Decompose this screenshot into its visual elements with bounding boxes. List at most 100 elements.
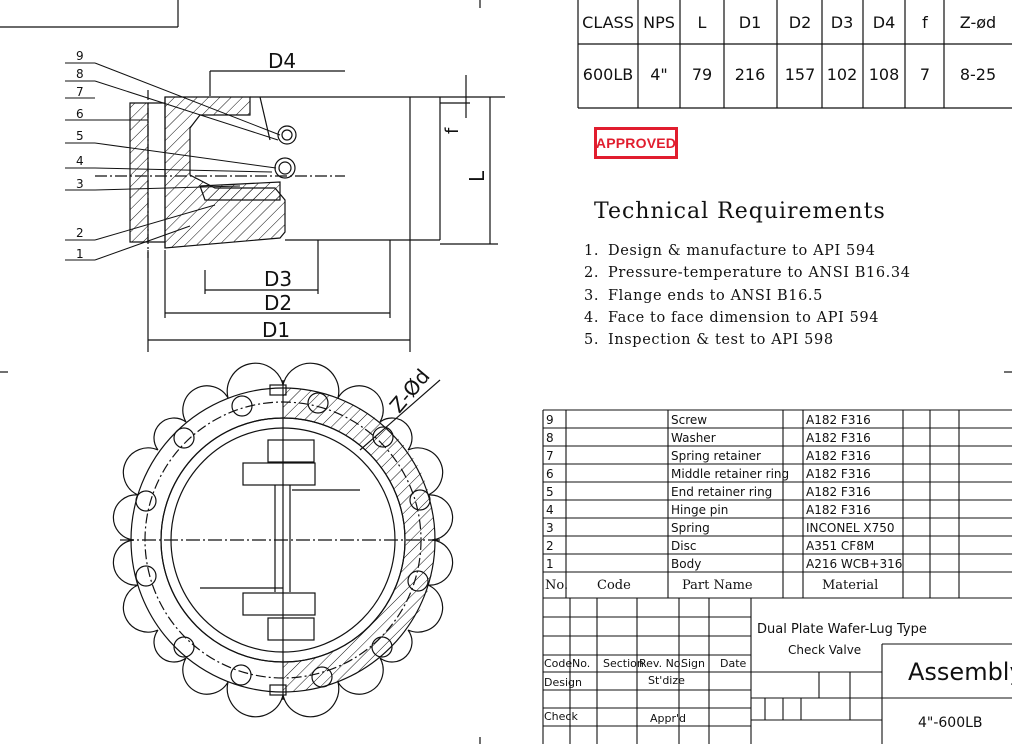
spec-header-l: L [698,13,707,32]
requirement-item: 3.Flange ends to ANSI B16.5 [584,287,823,304]
doc-type: Assembly [908,658,1012,686]
front-view [112,362,454,718]
spec-table-headers: CLASS NPS L D1 D2 D3 D4 f Z-ød [582,13,996,32]
bom-mat-6: A182 F316 [806,467,871,481]
product-line-1: Dual Plate Wafer-Lug Type [757,622,927,637]
dim-f: f [442,127,463,134]
rev-header-sign: Sign [681,657,705,670]
bom-header: No. Code Part Name Material [545,578,878,593]
bom-no-7: 7 [546,449,554,463]
rev-header-no: No. [572,657,590,670]
bom-part-3: Spring [671,521,710,535]
bom-mat-1: A216 WCB+316 [806,557,902,571]
bom-part-9: Screw [671,413,707,427]
label-check: Check [544,710,578,723]
requirements-list: 1.Design & manufacture to API 594 2.Pres… [584,240,911,351]
spec-value-d1: 216 [735,65,766,84]
section-view [95,70,505,352]
product-line-2: Check Valve [788,643,861,657]
spec-value-l: 79 [692,65,712,84]
bom-rows: 9 Screw A182 F316 8 Washer A182 F316 7 S… [546,413,902,571]
bom-header-material: Material [822,578,878,593]
requirement-item: 2.Pressure-temperature to ANSI B16.34 [584,265,911,282]
dim-d2: D2 [264,291,292,315]
approved-stamp: APPROVED [594,127,678,159]
balloon-5: 5 [76,129,84,143]
bom-mat-9: A182 F316 [806,413,871,427]
spec-header-d4: D4 [873,13,896,32]
bom-part-8: Washer [671,431,716,445]
spec-value-d3: 102 [827,65,858,84]
requirement-item: 4.Face to face dimension to API 594 [584,309,880,326]
label-apprd: Appr'd [650,712,686,725]
spec-table [577,0,1012,109]
balloon-2: 2 [76,226,84,240]
spec-header-class: CLASS [582,13,634,32]
spec-value-f: 7 [920,65,930,84]
spec-table-values: 600LB 4" 79 216 157 102 108 7 8-25 [583,65,996,84]
dimension-labels: D4 D3 D2 D1 [262,49,296,342]
bom-header-code: Code [597,578,631,593]
bom-no-6: 6 [546,467,554,481]
requirement-item: 5.Inspection & test to API 598 [584,332,834,349]
balloon-6: 6 [76,107,84,121]
bom-part-2: Disc [671,539,696,553]
bom-part-1: Body [671,557,701,571]
bom-no-9: 9 [546,413,554,427]
bom-mat-7: A182 F316 [806,449,871,463]
label-design: Design [544,676,582,689]
dim-d1: D1 [262,318,290,342]
bom-mat-4: A182 F316 [806,503,871,517]
title-block-grid [543,598,1012,744]
spec-value-d2: 157 [785,65,816,84]
balloon-8: 8 [76,67,84,81]
balloon-4: 4 [76,154,84,168]
bom-no-1: 1 [546,557,554,571]
bom-no-4: 4 [546,503,554,517]
dim-d4: D4 [268,49,296,73]
bom-part-4: Hinge pin [671,503,728,517]
bom-no-2: 2 [546,539,554,553]
bom-header-no: No. [545,578,568,593]
bom-no-5: 5 [546,485,554,499]
spec-header-f: f [922,13,928,32]
spec-header-nps: NPS [643,13,675,32]
dim-d3: D3 [264,267,292,291]
spec-value-d4: 108 [869,65,900,84]
requirement-item: 1.Design & manufacture to API 594 [584,243,876,259]
balloon-9: 9 [76,49,84,63]
bom-no-3: 3 [546,521,554,535]
bom-mat-2: A351 CF8M [806,539,874,553]
spec-header-zd: Z-ød [960,13,996,32]
model-number: 4"-600LB [918,715,983,731]
balloon-1: 1 [76,247,84,261]
balloon-labels: 9 8 7 6 5 4 3 2 1 [76,49,84,261]
spec-header-d3: D3 [831,13,854,32]
bom-part-5: End retainer ring [671,485,772,499]
rev-header-date: Date [720,657,747,670]
spec-value-zd: 8-25 [960,65,996,84]
rev-header-section: Section [603,657,644,670]
label-stdize: St'dize [648,674,685,687]
spec-header-d2: D2 [789,13,812,32]
bom-mat-8: A182 F316 [806,431,871,445]
bom-mat-3: INCONEL X750 [806,521,895,535]
bom-grid [542,409,1012,744]
spec-value-nps: 4" [650,65,668,84]
dim-l: L [465,170,489,182]
spec-value-class: 600LB [583,65,633,84]
bom-mat-5: A182 F316 [806,485,871,499]
balloon-7: 7 [76,85,84,99]
bom-part-7: Spring retainer [671,449,761,463]
bom-header-part: Part Name [682,578,753,593]
balloon-leaders [65,62,281,261]
rev-header-rev: Rev. No. [639,657,684,670]
balloon-3: 3 [76,177,84,191]
spec-header-d1: D1 [739,13,762,32]
bom-part-6: Middle retainer ring [671,467,789,481]
requirements-title: Technical Requirements [594,199,886,224]
title-block-text: Code No. Section Rev. No. Sign Date Desi… [544,622,1012,731]
bom-no-8: 8 [546,431,554,445]
